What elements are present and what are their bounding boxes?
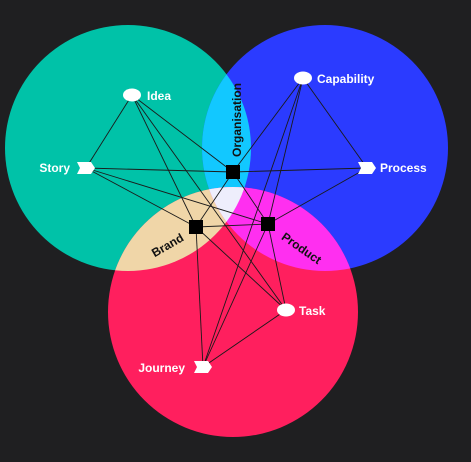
node-label-story: Story <box>39 161 70 175</box>
edge-capability-process <box>302 77 368 169</box>
ellipse-icon <box>123 88 141 102</box>
node-idea: Idea <box>123 88 171 103</box>
node-journey: Journey <box>138 361 212 375</box>
overlap-blue-pink <box>202 187 358 271</box>
edge-capability-organisation <box>232 77 304 173</box>
edge-story-organisation <box>85 167 234 173</box>
ellipse-icon <box>277 303 295 317</box>
ellipse-icon <box>294 71 312 85</box>
edge-idea-organisation <box>131 94 234 173</box>
edge-product-task <box>267 223 287 311</box>
node-label-capability: Capability <box>317 72 375 86</box>
edge-brand-organisation <box>195 171 234 228</box>
node-task: Task <box>277 303 326 318</box>
edge-organisation-product <box>232 171 269 225</box>
overlap-blue-pink-fill <box>202 187 358 271</box>
chevron-icon <box>194 361 212 373</box>
chevron-icon <box>77 162 95 174</box>
edge-layer <box>85 77 368 368</box>
chevron-icon <box>358 162 376 174</box>
edge-process-organisation <box>232 167 368 173</box>
node-label-journey: Journey <box>138 361 185 375</box>
edge-story-product <box>85 167 269 225</box>
edge-task-journey <box>202 309 287 368</box>
node-label-process: Process <box>380 161 427 175</box>
edge-story-brand <box>85 167 197 228</box>
edge-idea-story <box>85 94 133 169</box>
square-icon <box>189 220 203 234</box>
square-icon <box>261 217 275 231</box>
node-label-idea: Idea <box>147 89 171 103</box>
hub-label-organisation: Organisation <box>230 83 244 157</box>
edge-capability-product <box>267 77 304 225</box>
edge-capability-journey <box>202 77 304 368</box>
node-process: Process <box>358 161 427 175</box>
edge-product-journey <box>202 223 269 368</box>
square-icon <box>226 165 240 179</box>
node-label-task: Task <box>299 304 326 318</box>
edge-brand-task <box>195 226 287 311</box>
edge-idea-brand <box>131 94 197 228</box>
edge-brand-product <box>195 223 269 228</box>
node-capability: Capability <box>294 71 375 86</box>
overlap-teal-pink <box>108 187 251 271</box>
edge-idea-task <box>131 94 287 311</box>
edge-brand-journey <box>195 226 204 368</box>
edge-process-product <box>267 167 368 225</box>
hub-organisation: Organisation <box>226 83 244 179</box>
node-story: Story <box>39 161 95 175</box>
overlap-teal-pink-fill <box>108 187 251 271</box>
